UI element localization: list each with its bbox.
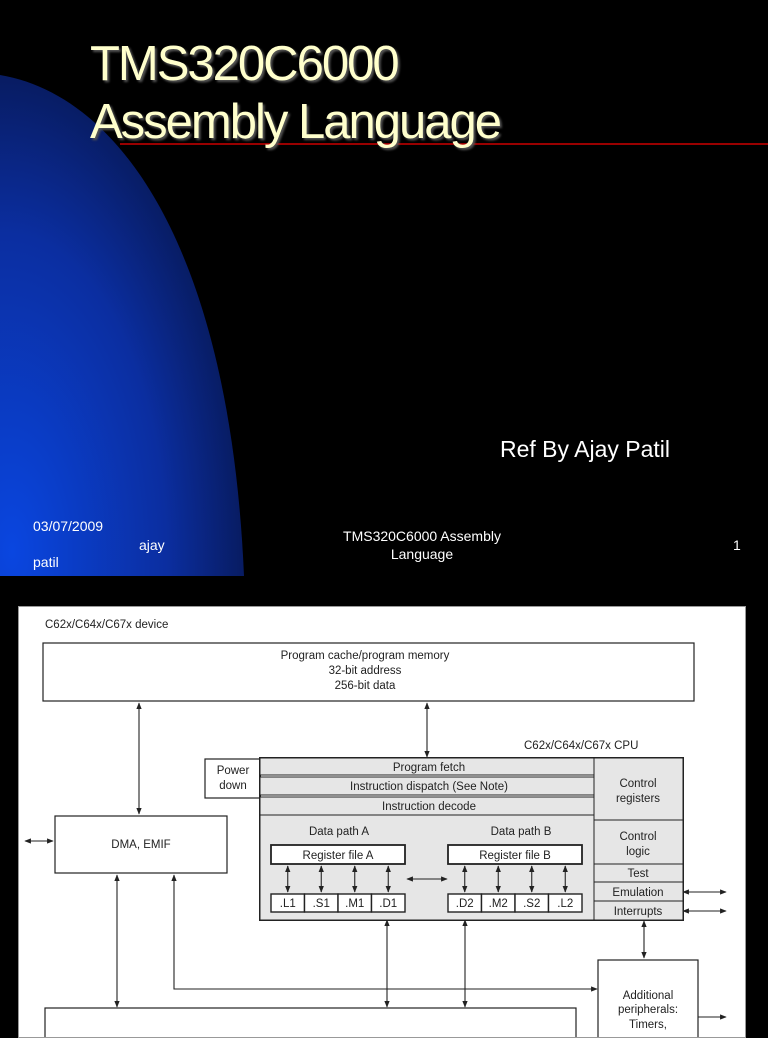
control-registers-line-2: registers [616,793,660,805]
program-fetch-label: Program fetch [393,762,465,774]
functional-unit-label: .S2 [523,898,540,910]
slide-subtitle: Ref By Ajay Patil [500,436,671,462]
functional-unit-label: .L1 [280,898,296,910]
interrupts-label: Interrupts [614,906,663,918]
program-memory-line-2: 32-bit address [329,665,402,677]
control-registers-box [593,757,684,821]
program-memory-line-3: 256-bit data [335,680,396,692]
power-down-line-1: Power [217,765,250,777]
footer-title-line-1: TMS320C6000 Assembly [343,528,501,544]
dma-peripherals-arrow [171,874,598,992]
power-down-box [204,758,261,799]
functional-unit-label: .S1 [313,898,330,910]
title-slide: TMS320C6000 Assembly Language Ref By Aja… [0,37,768,576]
power-down-line-2: down [219,780,247,792]
dma-emif-box [54,815,228,874]
test-label: Test [627,868,649,880]
data-path-a-label: Data path A [309,826,369,838]
additional-peripherals-line-3: Timers, [629,1019,667,1031]
functional-unit-label: .D2 [456,898,474,910]
control-logic-line-1: Control [619,831,656,843]
diagram-frame: C62x/C64x/C67x device Program cache/prog… [18,606,746,1038]
register-file-a-box [270,844,406,865]
additional-peripherals-line-2: peripherals: [618,1004,678,1016]
data-memory-box [44,1007,577,1037]
footer-date: 03/07/2009 [33,518,104,534]
footer-author-line-2: patil [33,554,59,570]
register-file-b-label: Register file B [479,850,551,862]
slide-title-line-2: Assembly Language [90,95,502,149]
control-logic-box [593,819,684,865]
data-path-b-label: Data path B [491,826,552,838]
footer-title-line-2: Language [390,546,454,562]
emulation-label: Emulation [612,887,663,899]
cpu-block-diagram: C62x/C64x/C67x device Program cache/prog… [24,619,727,1037]
register-file-b-box [447,844,583,865]
program-memory-box [42,642,695,702]
functional-unit-label: .M2 [489,898,508,910]
blue-arc-shape [0,75,244,576]
diagram-slide: C62x/C64x/C67x device Program cache/prog… [0,576,768,1038]
functional-unit-label: .D1 [379,898,397,910]
functional-unit-label: .L2 [557,898,573,910]
dma-emif-label: DMA, EMIF [111,839,170,851]
cpu-label: C62x/C64x/C67x CPU [524,740,638,752]
register-file-a-label: Register file A [303,850,374,862]
device-label: C62x/C64x/C67x device [45,619,168,631]
functional-unit-label: .M1 [345,898,364,910]
instruction-dispatch-label: Instruction dispatch (See Note) [350,781,508,793]
slide-background [0,75,768,576]
control-registers-line-1: Control [619,778,656,790]
footer-page-number: 1 [733,537,741,553]
footer-title: TMS320C6000 Assembly Language [322,527,522,563]
instruction-decode-label: Instruction decode [382,801,476,813]
control-logic-line-2: logic [626,846,650,858]
program-memory-line-1: Program cache/program memory [281,650,450,662]
slide-title-line-1: TMS320C6000 [90,37,400,91]
additional-peripherals-line-1: Additional [623,990,674,1002]
footer-author-line-1: ajay [139,537,165,553]
